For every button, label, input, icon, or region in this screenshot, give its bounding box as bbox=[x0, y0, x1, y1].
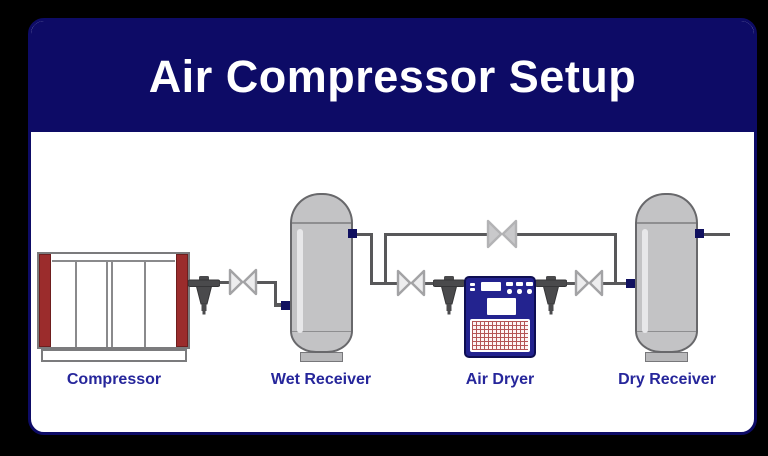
dry-receiver-pedestal bbox=[645, 352, 688, 362]
pipe-valve1-to-elbow bbox=[257, 280, 277, 284]
label-dry-receiver: Dry Receiver bbox=[618, 371, 716, 388]
dryer-indicator-dot bbox=[517, 289, 522, 294]
pipe-valve3-to-dry-inlet bbox=[602, 281, 628, 285]
dryer-vent-panel bbox=[487, 298, 516, 315]
wet-receiver-pedestal bbox=[300, 352, 343, 362]
pipe-bypass-right bbox=[516, 232, 617, 236]
dryer-grille bbox=[470, 319, 530, 352]
dry-receiver-tank bbox=[635, 193, 698, 353]
compressor-panel-divider bbox=[111, 261, 113, 347]
compressor-panel-divider bbox=[75, 261, 77, 347]
valve-bypass-icon bbox=[486, 219, 518, 249]
dryer-display-icon bbox=[481, 282, 501, 291]
tank-seam bbox=[637, 330, 696, 332]
pipe-connector-dry-outlet bbox=[694, 229, 704, 238]
dryer-indicator-dot bbox=[507, 289, 512, 294]
tank-seam bbox=[637, 222, 696, 224]
pipe-connector-wet-inlet bbox=[281, 301, 290, 310]
tank-seam bbox=[292, 330, 351, 332]
dryer-indicator-dash bbox=[506, 282, 513, 286]
air-dryer-unit bbox=[464, 276, 536, 358]
compressor-right-panel bbox=[176, 254, 188, 347]
pipe-connector-dry-inlet bbox=[626, 278, 635, 288]
tank-highlight bbox=[642, 229, 648, 333]
dryer-indicator-dash bbox=[470, 288, 475, 291]
label-compressor: Compressor bbox=[66, 371, 162, 388]
pipe-wet-inlet bbox=[273, 303, 284, 307]
compressor-panel-divider bbox=[106, 261, 108, 347]
header-banner: Air Compressor Setup bbox=[31, 21, 754, 132]
valve-compressor-line-icon bbox=[228, 268, 258, 296]
pipe-elbow-down-wet-inlet bbox=[273, 280, 277, 307]
filter-compressor-outlet-icon bbox=[187, 276, 221, 316]
pipe-bypass-riser bbox=[383, 232, 387, 285]
compressor-panel-divider bbox=[144, 261, 146, 347]
dryer-indicator-dash bbox=[516, 282, 523, 286]
label-wet-receiver: Wet Receiver bbox=[270, 371, 372, 388]
tank-highlight bbox=[297, 229, 303, 333]
dryer-indicator-dash bbox=[470, 283, 475, 286]
pipe-bypass-left bbox=[383, 232, 488, 236]
page-title: Air Compressor Setup bbox=[148, 50, 637, 102]
wet-receiver-tank bbox=[290, 193, 353, 353]
dryer-indicator-dot bbox=[527, 289, 532, 294]
filter-dryer-outlet-icon bbox=[534, 276, 568, 316]
compressor-base bbox=[41, 349, 187, 362]
pipe-wet-outlet-drop bbox=[369, 232, 373, 285]
dryer-indicator-dash bbox=[526, 282, 533, 286]
label-air-dryer: Air Dryer bbox=[465, 371, 535, 388]
compressor-unit bbox=[37, 252, 190, 349]
filter-dryer-inlet-icon bbox=[432, 276, 466, 316]
pipe-wet-outlet bbox=[357, 232, 371, 236]
valve-dryer-inlet-icon bbox=[396, 269, 426, 297]
pipe-connector-wet-outlet bbox=[348, 229, 357, 238]
pipe-bypass-drop bbox=[613, 232, 617, 285]
compressor-left-panel bbox=[39, 254, 51, 347]
pipe-dry-outlet bbox=[703, 232, 730, 236]
dryer-grille-mesh bbox=[472, 321, 528, 350]
valve-dryer-outlet-icon bbox=[574, 269, 604, 297]
compressor-top-seam bbox=[52, 260, 175, 262]
tank-seam bbox=[292, 222, 351, 224]
